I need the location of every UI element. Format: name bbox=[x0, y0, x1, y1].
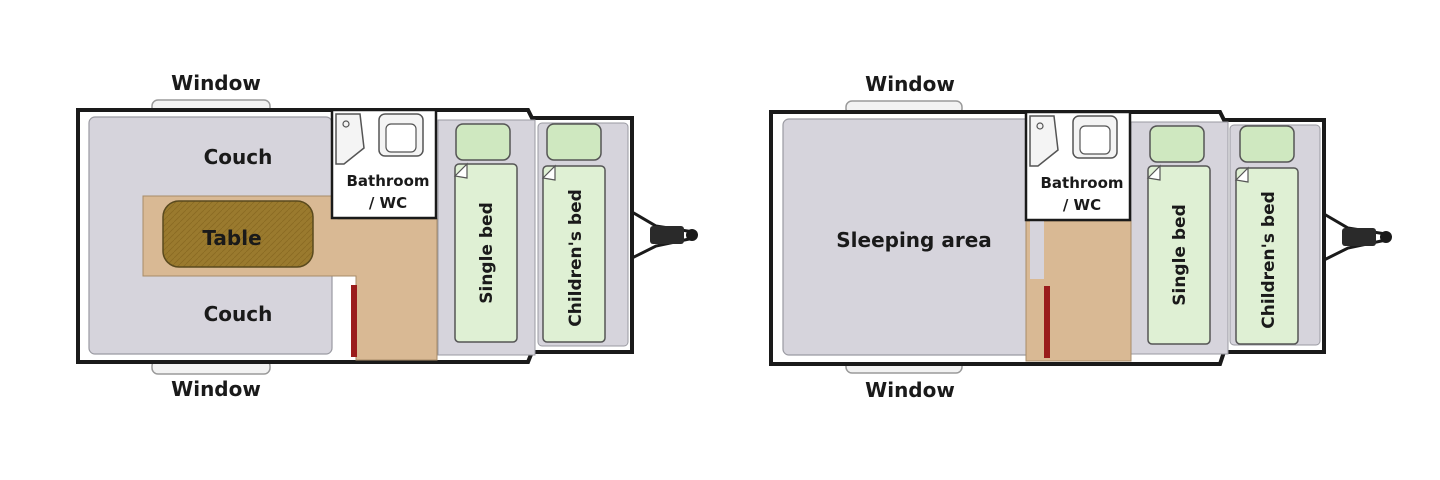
shower-head bbox=[342, 120, 350, 128]
hitch-body bbox=[1342, 228, 1376, 246]
single-bed-mattress bbox=[1147, 165, 1211, 345]
childrens-bed-label: Children's bed bbox=[1259, 191, 1279, 329]
window-bottom-label: Window bbox=[865, 378, 955, 402]
table-label: Table bbox=[202, 226, 261, 250]
childrens-bed-label: Children's bed bbox=[566, 189, 586, 327]
couch-top-label: Couch bbox=[204, 145, 273, 169]
bathroom-label-line2: / WC bbox=[1063, 196, 1101, 214]
layout-2-floor-plan: Window Window Sleeping area Bathroom / W… bbox=[769, 72, 1392, 402]
sleeping-area-edge bbox=[1030, 221, 1044, 279]
single-bed-label: Single bed bbox=[477, 202, 497, 304]
window-top-label: Window bbox=[171, 71, 261, 95]
toilet-seat bbox=[385, 123, 417, 153]
sleeping-area-label: Sleeping area bbox=[836, 228, 992, 252]
shower-tray bbox=[1029, 115, 1059, 167]
single-bed-pillow bbox=[1149, 125, 1205, 163]
hitch-body bbox=[650, 226, 684, 244]
shower-tray bbox=[335, 113, 365, 165]
bathroom-label-line1: Bathroom bbox=[346, 172, 429, 190]
childrens-bed-fold bbox=[541, 164, 556, 181]
window-top-label: Window bbox=[865, 72, 955, 96]
couch-bottom-label: Couch bbox=[204, 302, 273, 326]
single-bed-fold bbox=[453, 162, 468, 179]
layout-1-floor-plan: Window Window Couch Couch Table Bathroom… bbox=[76, 71, 698, 401]
single-bed-fold bbox=[1146, 164, 1161, 181]
table-shape bbox=[162, 200, 314, 268]
childrens-bed-mattress bbox=[542, 165, 606, 343]
entry-door bbox=[351, 285, 357, 357]
single-bed-pillow bbox=[455, 123, 511, 161]
single-bed-label: Single bed bbox=[1170, 204, 1190, 306]
hitch-coupler bbox=[1380, 231, 1392, 243]
window-bottom-label: Window bbox=[171, 377, 261, 401]
hitch-coupler bbox=[686, 229, 698, 241]
bathroom-label-line2: / WC bbox=[369, 194, 407, 212]
bathroom-label-line1: Bathroom bbox=[1040, 174, 1123, 192]
childrens-bed-pillow bbox=[546, 123, 602, 161]
childrens-bed-mattress bbox=[1235, 167, 1299, 345]
shower-head bbox=[1036, 122, 1044, 130]
entry-door bbox=[1044, 286, 1050, 358]
single-bed-mattress bbox=[454, 163, 518, 343]
childrens-bed-pillow bbox=[1239, 125, 1295, 163]
toilet-seat bbox=[1079, 125, 1111, 155]
childrens-bed-fold bbox=[1234, 166, 1249, 183]
